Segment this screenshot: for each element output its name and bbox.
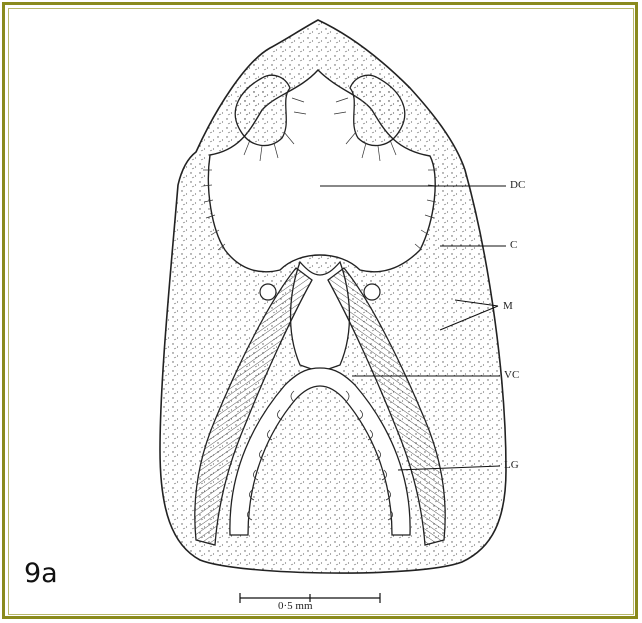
left-loop [260, 284, 276, 300]
label-m: M [503, 300, 513, 312]
label-c: C [510, 239, 517, 251]
label-vc: VC [504, 369, 519, 381]
panel-label: 9a [24, 558, 58, 589]
scale-bar-label: 0·5 mm [278, 600, 313, 612]
label-dc: DC [510, 179, 525, 191]
label-lg: LG [504, 459, 519, 471]
right-loop [364, 284, 380, 300]
